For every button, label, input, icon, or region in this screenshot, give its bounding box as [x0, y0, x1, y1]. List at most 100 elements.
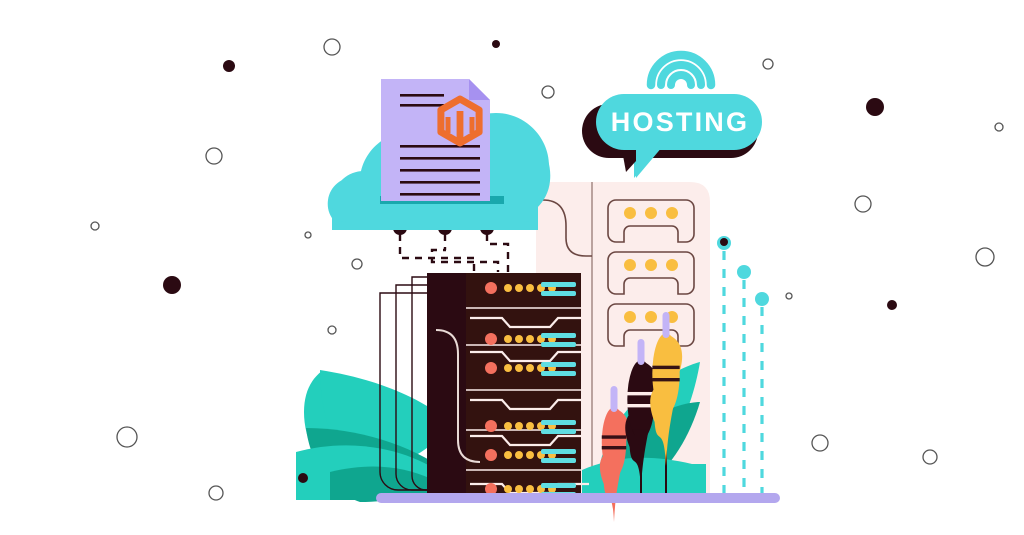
bubble-body [596, 94, 762, 150]
server-unit-row [485, 362, 576, 376]
plant-stripe-light [627, 391, 655, 396]
led-red [485, 362, 497, 374]
rack-module-outline [607, 303, 695, 347]
status-bar [541, 333, 576, 338]
confetti-dot-outline [116, 426, 138, 448]
rack-module [607, 251, 695, 295]
led-yellow [504, 451, 512, 459]
confetti-dot-filled [720, 238, 728, 246]
confetti-dot-outline [994, 122, 1004, 132]
confetti-dot-outline [90, 221, 100, 231]
server-body-front [466, 273, 581, 500]
confetti-dot-filled [298, 473, 308, 483]
confetti-dots [90, 38, 1004, 501]
led-yellow [515, 451, 523, 459]
confetti-dot-filled [163, 276, 181, 294]
document-short-line [400, 94, 444, 97]
rack-module-dot [666, 207, 678, 219]
led-yellow [526, 451, 534, 459]
led-yellow [515, 284, 523, 292]
plant-dark [625, 339, 658, 500]
signal-line [737, 265, 751, 500]
document-long-line [400, 193, 480, 196]
bubble-tail-front [636, 140, 668, 178]
led-yellow [504, 364, 512, 372]
status-bar [541, 458, 576, 463]
led-yellow [515, 422, 523, 430]
plant-pod-tail [632, 429, 650, 452]
plant-stripe [601, 435, 627, 439]
status-bar [541, 420, 576, 425]
wifi-icon [646, 50, 716, 90]
server-unit-row [485, 449, 576, 463]
led-yellow [515, 485, 523, 493]
plant-stripe-light [627, 404, 655, 408]
led-yellow [526, 364, 534, 372]
led-yellow [515, 364, 523, 372]
rack-module-dot [645, 207, 657, 219]
confetti-dot-filled [223, 60, 235, 72]
led-red [485, 449, 497, 461]
rack-modules-group [607, 199, 695, 347]
plant-tip [610, 386, 618, 412]
plant-pod-main [601, 407, 627, 478]
status-bar [541, 291, 576, 296]
server-drawer-handle [470, 434, 589, 447]
confetti-dot-outline [351, 258, 363, 270]
rack-module-dot [645, 311, 657, 323]
led-yellow [504, 284, 512, 292]
plant-pod-tail [606, 468, 622, 488]
magento-center-bar [456, 111, 464, 139]
led-red [485, 282, 497, 294]
status-bar [541, 282, 576, 287]
panel-hook [542, 199, 592, 257]
document-long-line [400, 157, 480, 160]
hosting-speech-bubble[interactable]: HOSTING [582, 94, 762, 178]
signal-dot [755, 292, 769, 306]
led-yellow [526, 485, 534, 493]
rack-module-dot [624, 207, 636, 219]
confetti-dot-outline [975, 247, 995, 267]
wifi-arc [646, 50, 716, 90]
server-unit-row [485, 282, 576, 296]
ground-bar [376, 493, 780, 503]
confetti-dot-outline [922, 449, 938, 465]
status-bar [541, 362, 576, 367]
led-yellow [526, 422, 534, 430]
status-bar [541, 371, 576, 376]
server-unit-row [485, 420, 576, 434]
confetti-dot-outline [304, 231, 312, 239]
magento-side-bars [445, 117, 475, 133]
document-fold [469, 79, 490, 100]
signal-lines-group [717, 236, 769, 500]
confetti-dot-outline [327, 325, 337, 335]
connector-trace [485, 234, 510, 272]
led-yellow [526, 335, 534, 343]
document-long-line [400, 145, 480, 148]
led-red [485, 420, 497, 432]
confetti-dot-outline [811, 434, 829, 452]
signal-dot [737, 265, 751, 279]
document-long-line [400, 181, 480, 184]
document-long-line [400, 169, 480, 172]
confetti-dot-outline [208, 485, 224, 501]
document-short-line [400, 104, 444, 107]
server-drawer-handle [470, 316, 589, 329]
plant-yellow [650, 312, 683, 500]
rack-module-outline [607, 199, 695, 243]
status-bar [541, 483, 576, 488]
server-unit-row [485, 333, 576, 347]
confetti-dot-filled [492, 40, 500, 48]
confetti-dot-filled [866, 98, 884, 116]
rack-module [607, 199, 695, 243]
rack-module-dot [624, 259, 636, 271]
led-yellow [504, 485, 512, 493]
status-bar [541, 342, 576, 347]
plant-pod-main [627, 360, 655, 440]
confetti-dot-outline [785, 292, 793, 300]
wifi-arc [667, 71, 695, 89]
plant-pod-main [652, 333, 680, 415]
plant-tip [637, 339, 645, 365]
